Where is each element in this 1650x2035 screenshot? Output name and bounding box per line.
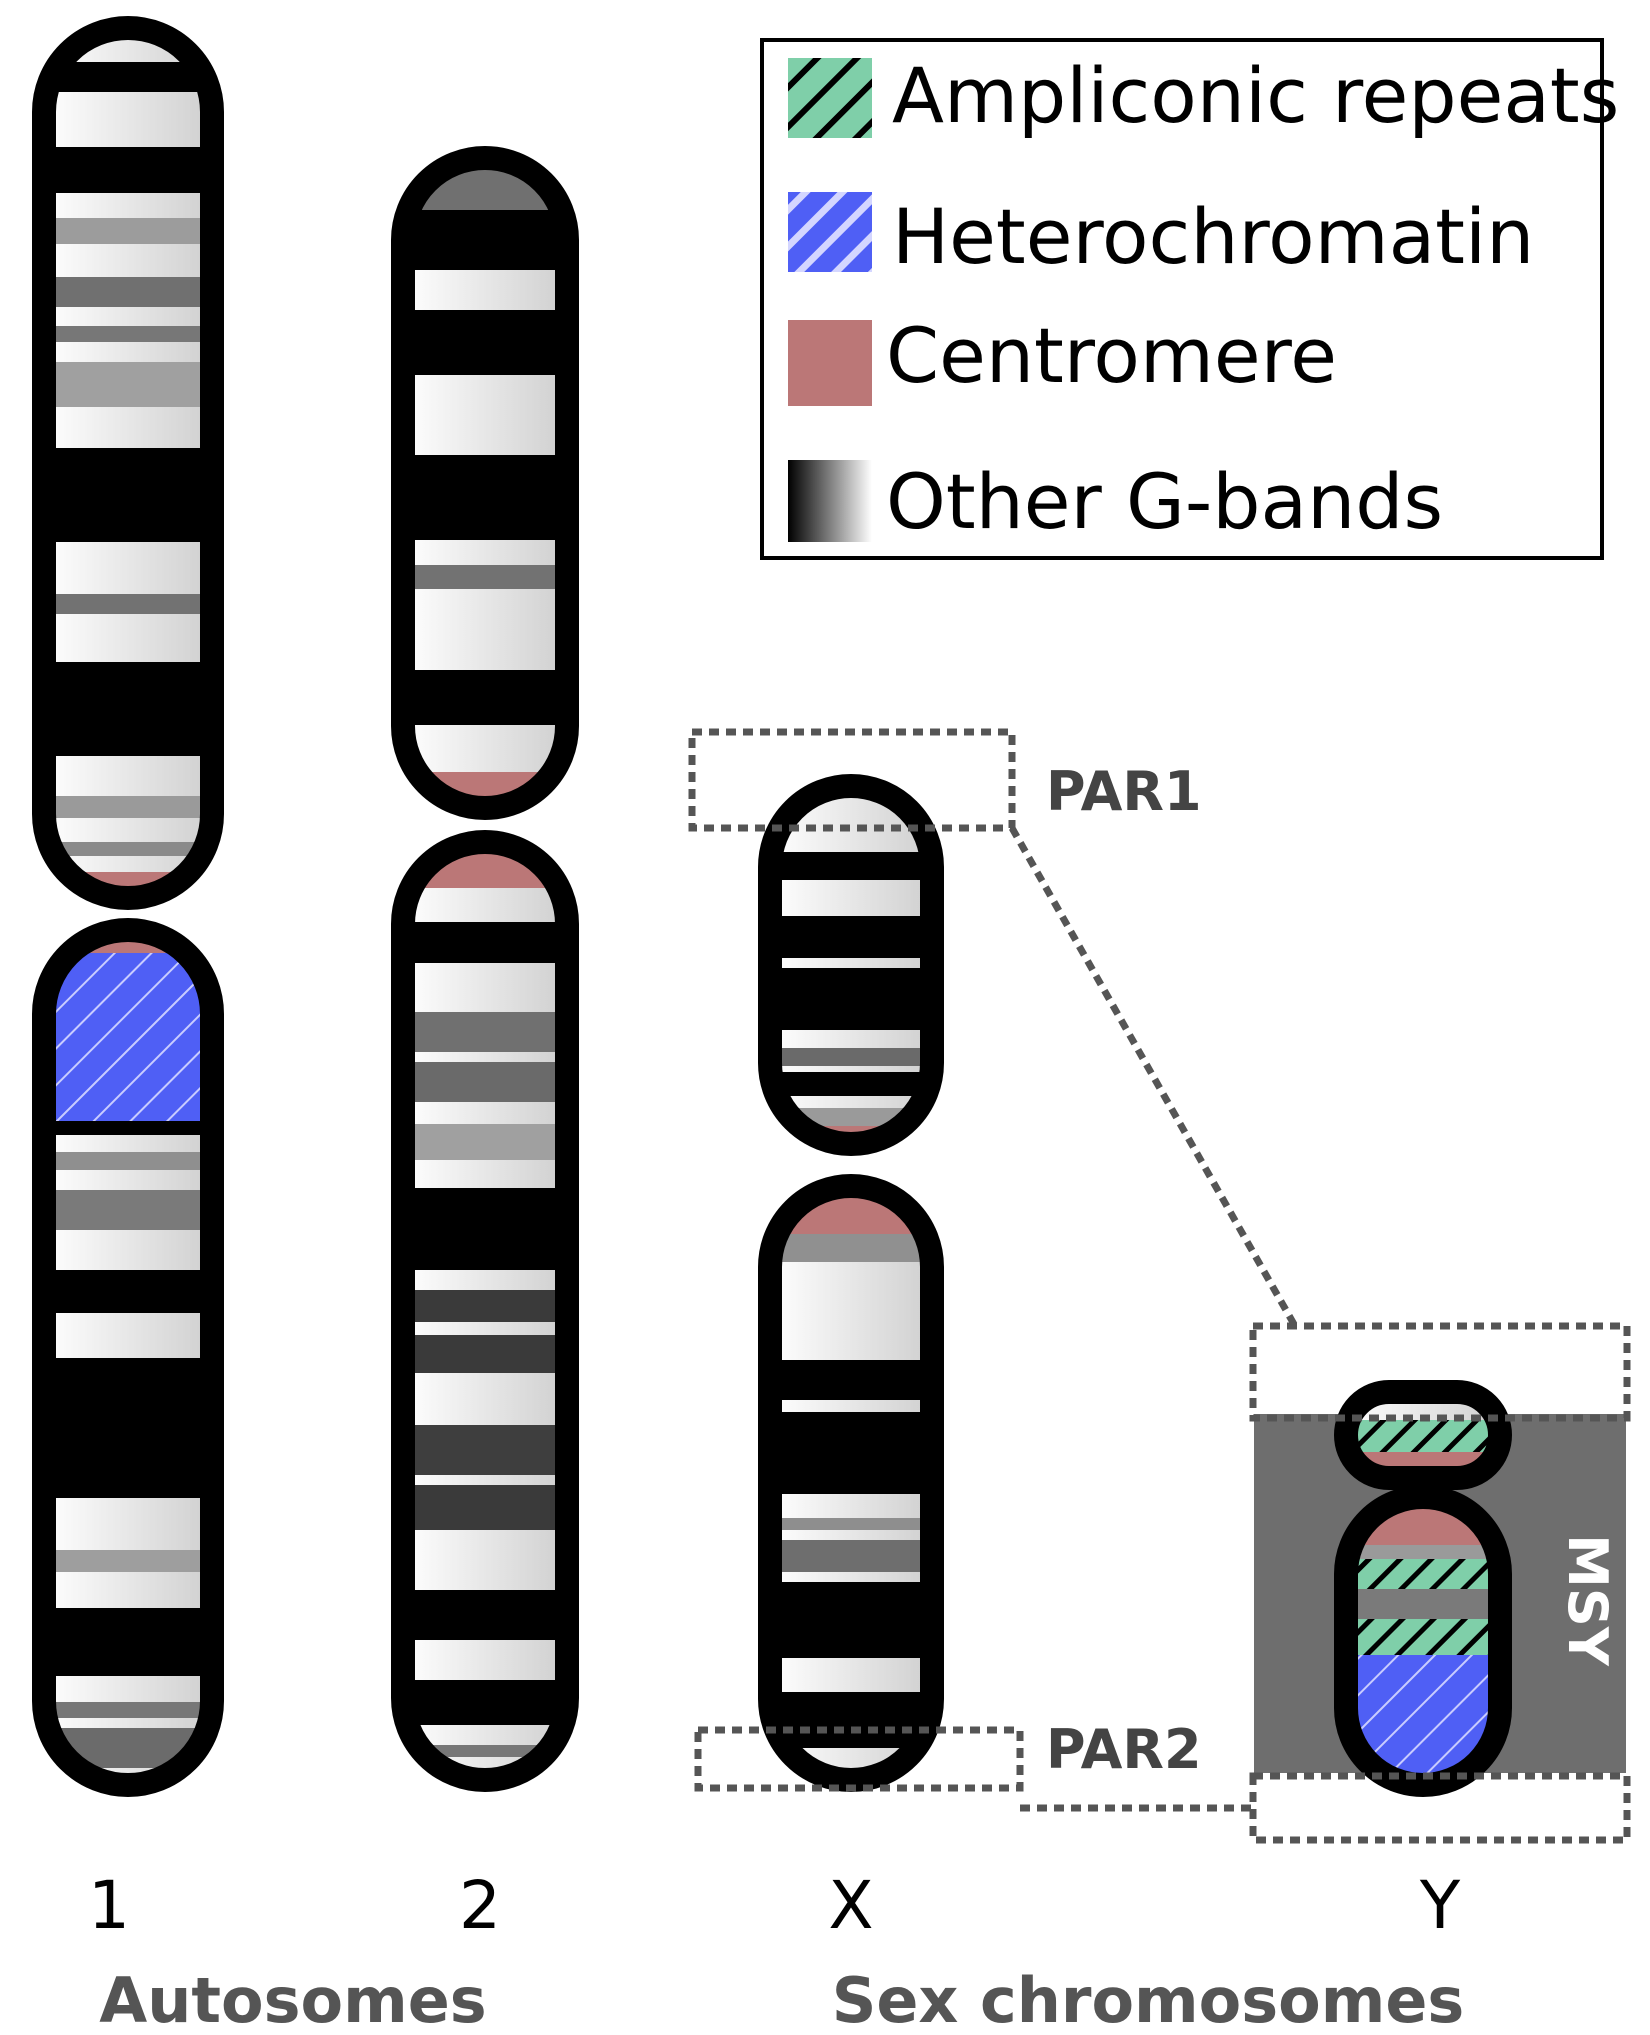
par1-connector bbox=[1008, 826, 1299, 1328]
msy-label: MSY bbox=[1556, 1534, 1619, 1667]
gband-swatch bbox=[788, 460, 872, 542]
legend-label-ampliconic: Ampliconic repeats bbox=[892, 51, 1619, 140]
par-indicators bbox=[688, 728, 1631, 1844]
legend: Ampliconic repeats Heterochromatin Centr… bbox=[760, 38, 1619, 560]
centromere-swatch bbox=[788, 320, 872, 406]
ampliconic-swatch bbox=[788, 58, 872, 138]
chromosome-x bbox=[758, 774, 944, 1792]
chromosome-y-label: Y bbox=[1419, 1867, 1461, 1944]
par1-box-x bbox=[688, 728, 1016, 832]
autosomes-label: Autosomes bbox=[99, 1964, 486, 2035]
sex-chromosomes-label: Sex chromosomes bbox=[832, 1964, 1465, 2035]
heterochromatin-swatch bbox=[788, 192, 872, 272]
chromosome-1 bbox=[32, 16, 224, 1797]
chromosome-2-label: 2 bbox=[459, 1867, 501, 1944]
par2-box-y bbox=[1249, 1772, 1631, 1844]
par1-box-y bbox=[1249, 1322, 1631, 1422]
legend-label-heterochromatin: Heterochromatin bbox=[892, 192, 1534, 281]
par1-label: PAR1 bbox=[1046, 760, 1202, 823]
par2-label: PAR2 bbox=[1046, 1718, 1202, 1781]
chromosome-2 bbox=[391, 146, 579, 1792]
legend-label-gbands: Other G-bands bbox=[886, 457, 1443, 546]
par2-box-x bbox=[694, 1726, 1024, 1792]
chromosome-1-label: 1 bbox=[88, 1867, 130, 1944]
chromosome-x-label: X bbox=[828, 1867, 873, 1944]
chromosome-y bbox=[1334, 1380, 1512, 1797]
legend-label-centromere: Centromere bbox=[886, 311, 1337, 400]
legend-frame bbox=[760, 38, 1604, 560]
